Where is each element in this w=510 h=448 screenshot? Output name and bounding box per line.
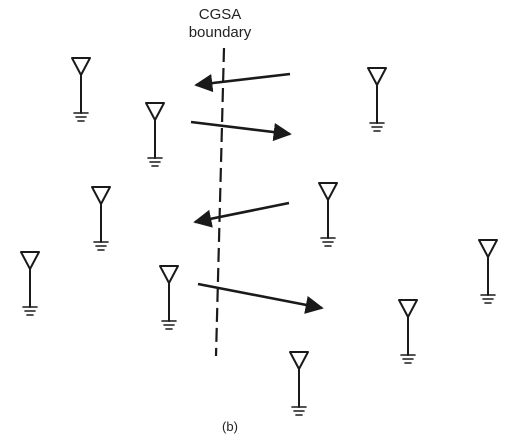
antenna-element bbox=[367, 67, 387, 86]
antenna-icon bbox=[289, 351, 309, 416]
antenna-icon bbox=[367, 67, 387, 132]
inward-arrow bbox=[193, 201, 290, 228]
boundary-label-line1: CGSA bbox=[198, 6, 242, 23]
antenna-element bbox=[91, 186, 111, 205]
antenna-icon bbox=[71, 57, 91, 122]
antenna-element bbox=[398, 299, 418, 318]
outward-arrow bbox=[197, 282, 324, 314]
inward-arrow bbox=[194, 72, 291, 93]
antenna-element bbox=[145, 102, 165, 121]
antenna-layer bbox=[20, 57, 498, 416]
antenna-element bbox=[159, 265, 179, 284]
antenna-icon bbox=[159, 265, 179, 330]
boundary-label-line2: boundary bbox=[188, 24, 252, 41]
antenna-element bbox=[289, 351, 309, 370]
antenna-element bbox=[318, 182, 338, 201]
antenna-icon bbox=[478, 239, 498, 304]
antenna-element bbox=[20, 251, 40, 270]
antenna-icon bbox=[20, 251, 40, 316]
outward-arrow bbox=[190, 120, 292, 142]
arrow-layer bbox=[190, 72, 324, 314]
antenna-icon bbox=[91, 186, 111, 251]
antenna-element bbox=[71, 57, 91, 76]
boundary-label: CGSA boundary bbox=[150, 6, 290, 42]
antenna-icon bbox=[145, 102, 165, 167]
antenna-element bbox=[478, 239, 498, 258]
figure-caption: (b) bbox=[222, 419, 238, 434]
antenna-icon bbox=[398, 299, 418, 364]
cgsa-boundary-line bbox=[214, 47, 226, 357]
antenna-icon bbox=[318, 182, 338, 247]
